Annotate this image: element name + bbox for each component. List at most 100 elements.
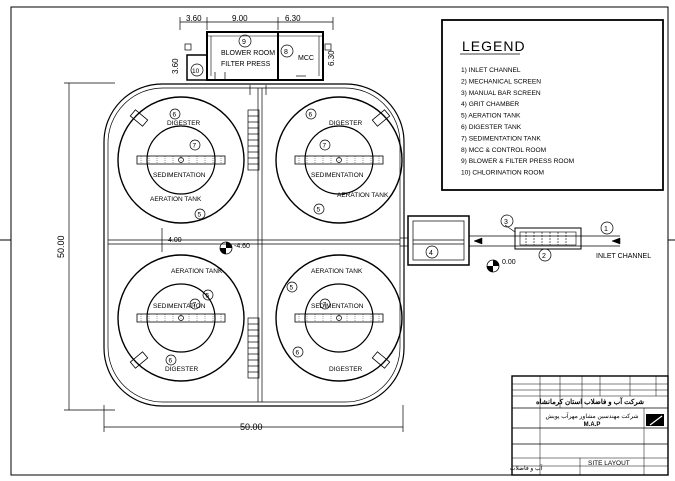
marker-7 bbox=[189, 298, 201, 310]
marker-1-label: 1 bbox=[604, 226, 608, 233]
marker-2 bbox=[538, 248, 552, 262]
marker-8 bbox=[280, 44, 294, 58]
marker-9-label: 9 bbox=[242, 39, 246, 46]
site-wall-inner bbox=[107, 87, 401, 403]
grit-chamber bbox=[407, 215, 470, 266]
digester-label: DIGESTER bbox=[167, 120, 201, 127]
legend-item: 9) BLOWER & FILTER PRESS ROOM bbox=[461, 158, 574, 165]
marker-3 bbox=[500, 214, 514, 228]
aeration-tank-label: AERATION TANK bbox=[337, 192, 389, 199]
marker-6-label: 6 bbox=[173, 112, 177, 119]
tb-company: شرکت آب و فاضلاب استان کرمانشاه bbox=[536, 396, 644, 406]
marker-4 bbox=[425, 245, 439, 259]
marker-5 bbox=[194, 208, 206, 220]
aeration-tank-ring bbox=[275, 96, 403, 224]
marker-7-label: 7 bbox=[323, 302, 327, 309]
mcc-label: MCC bbox=[298, 55, 314, 62]
dim-right-small: 6.30 bbox=[327, 50, 336, 66]
sedimentation-tank bbox=[304, 125, 374, 195]
digester-label: DIGESTER bbox=[329, 366, 363, 373]
marker-6 bbox=[305, 108, 317, 120]
marker-9 bbox=[238, 34, 252, 48]
aeration-tank-label: AERATION TANK bbox=[171, 268, 223, 275]
marker-10-label: 10 bbox=[192, 68, 200, 75]
level-a-label: 4.00 bbox=[168, 237, 182, 244]
marker-7-label: 7 bbox=[323, 143, 327, 150]
tb-consultant: شرکت مهندسین مشاور مهرآب پویش bbox=[546, 412, 639, 420]
dim-overall-width: 50.00 bbox=[240, 422, 263, 432]
aeration-tank-ring bbox=[117, 254, 245, 382]
sheet-border bbox=[10, 6, 669, 476]
dim-top-a: 3.60 bbox=[186, 14, 202, 23]
sedimentation-label: SEDIMENTATION bbox=[153, 172, 206, 179]
aeration-tank-ring bbox=[275, 254, 403, 382]
digester-label: DIGESTER bbox=[329, 120, 363, 127]
blower-room-label: BLOWER ROOM bbox=[221, 50, 275, 57]
aeration-tank-label: AERATION TANK bbox=[150, 196, 202, 203]
site-wall-outer bbox=[103, 83, 405, 407]
legend-item: 8) MCC & CONTROL ROOM bbox=[461, 147, 546, 154]
dim-overall-height: 50.00 bbox=[56, 235, 66, 258]
marker-6-label: 6 bbox=[296, 350, 300, 357]
digester-mixer bbox=[129, 351, 149, 369]
level-c-label: 0.00 bbox=[502, 259, 516, 266]
marker-3-label: 3 bbox=[504, 219, 508, 226]
filter-press-label: FILTER PRESS bbox=[221, 61, 271, 68]
buildings-block: 3.60 9.00 6.30 9 8 10 BLOWER ROOM FILTER… bbox=[171, 14, 336, 81]
inlet-channel-label: INLET CHANNEL bbox=[596, 253, 651, 260]
tb-sheet-title: SITE LAYOUT bbox=[588, 460, 630, 467]
marker-1 bbox=[600, 221, 614, 235]
sedimentation-label: SEDIMENTATION bbox=[153, 303, 206, 310]
legend-item: 10) CHLORINATION ROOM bbox=[461, 170, 544, 177]
marker-10 bbox=[190, 63, 204, 77]
aeration-tank-ring bbox=[117, 96, 245, 224]
marker-7 bbox=[189, 139, 201, 151]
title-block bbox=[511, 375, 669, 476]
dim-top-c: 6.30 bbox=[285, 14, 301, 23]
sedimentation-tank bbox=[146, 125, 216, 195]
tb-bottom-left: آب و فاضلاب bbox=[510, 464, 543, 472]
legend-item: 2) MECHANICAL SCREEN bbox=[461, 78, 541, 85]
marker-5-label: 5 bbox=[206, 293, 210, 300]
dim-top-b: 9.00 bbox=[232, 14, 248, 23]
marker-7 bbox=[319, 298, 331, 310]
sedimentation-label: SEDIMENTATION bbox=[311, 172, 364, 179]
marker-6 bbox=[292, 346, 304, 358]
digester-mixer bbox=[371, 109, 391, 127]
legend: LEGEND 1) INLET CHANNEL 2) MECHANICAL SCR… bbox=[441, 19, 664, 191]
legend-item: 6) DIGESTER TANK bbox=[461, 124, 522, 131]
inlet-works bbox=[400, 215, 621, 266]
sedimentation-tank bbox=[304, 283, 374, 353]
digester-mixer bbox=[371, 351, 391, 369]
legend-item: 3) MANUAL BAR SCREEN bbox=[461, 90, 541, 97]
tb-consultant-short: M.A.P bbox=[584, 422, 601, 428]
marker-6-label: 6 bbox=[309, 112, 313, 119]
legend-item: 7) SEDIMENTATION TANK bbox=[461, 135, 541, 142]
legend-item: 1) INLET CHANNEL bbox=[461, 67, 521, 74]
aeration-tank-label: AERATION TANK bbox=[311, 268, 363, 275]
digester-label: DIGESTER bbox=[165, 366, 199, 373]
central-corridors bbox=[108, 85, 400, 402]
marker-5 bbox=[202, 289, 214, 301]
marker-4-label: 4 bbox=[429, 250, 433, 257]
marker-5-label: 5 bbox=[317, 207, 321, 214]
legend-title: LEGEND bbox=[462, 38, 526, 54]
marker-7-label: 7 bbox=[193, 302, 197, 309]
dim-left-small: 3.60 bbox=[171, 58, 180, 74]
legend-item: 4) GRIT CHAMBER bbox=[461, 101, 519, 108]
legend-box bbox=[441, 19, 664, 191]
sedimentation-tank bbox=[146, 283, 216, 353]
mcc-building bbox=[277, 31, 324, 81]
marker-5-label: 5 bbox=[198, 212, 202, 219]
level-b-label: -4.60 bbox=[234, 243, 250, 250]
digester-mixer bbox=[129, 109, 149, 127]
marker-6-label: 6 bbox=[169, 358, 173, 365]
sedimentation-label: SEDIMENTATION bbox=[311, 303, 364, 310]
marker-5-label: 5 bbox=[290, 285, 294, 292]
level-markers: -4.60 0.00 4.00 bbox=[161, 228, 516, 273]
